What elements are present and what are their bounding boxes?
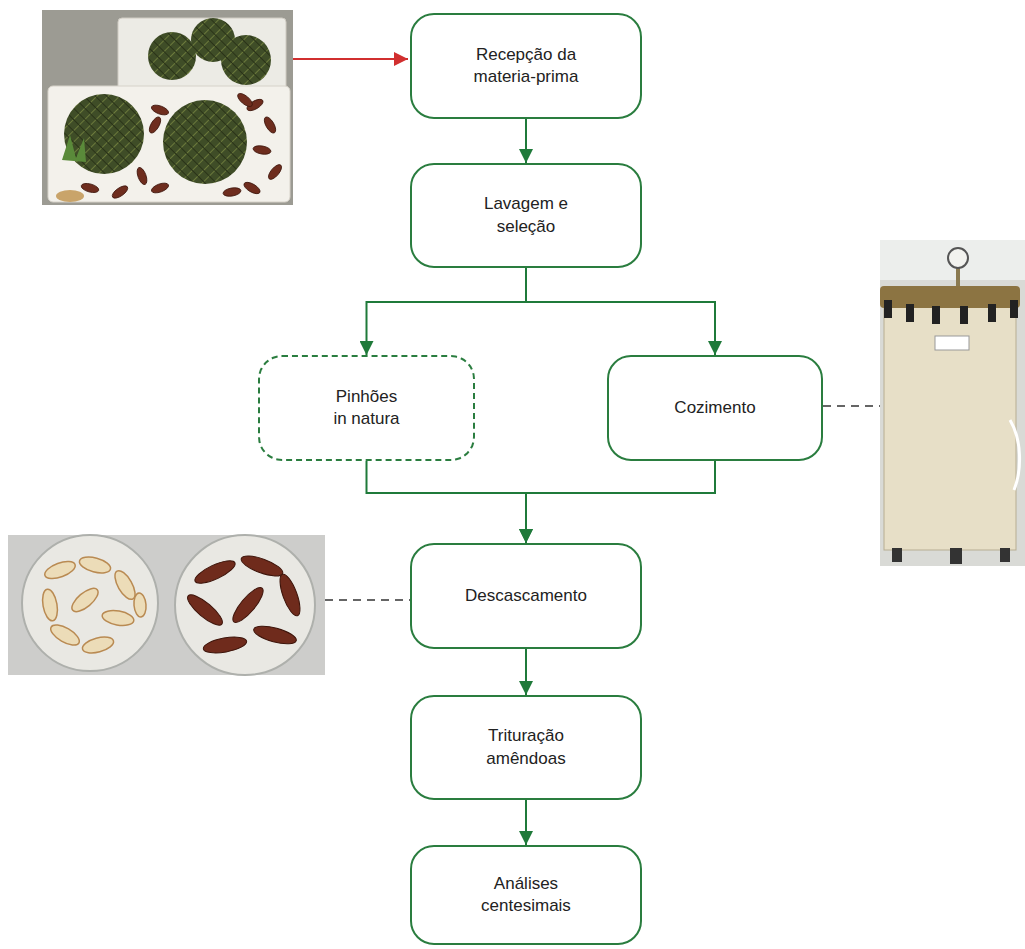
step-label: Análises centesimais: [476, 873, 576, 917]
wall: [880, 240, 1025, 280]
pine-cone: [163, 100, 247, 184]
flow-arrow: [526, 461, 715, 543]
almonds: [40, 554, 147, 656]
optional-step-box: Pinhões in natura: [258, 355, 475, 461]
husks: [184, 552, 304, 656]
flow-arrow: [525, 119, 527, 163]
flow-arrow: [526, 268, 715, 355]
process-box: Recepção da materia-prima: [410, 13, 642, 119]
plate: [935, 336, 969, 350]
seeds: [80, 91, 284, 200]
pine-cone: [148, 32, 196, 80]
process-box: Trituração amêndoas: [410, 695, 642, 800]
leaf: [62, 135, 86, 162]
container: [118, 18, 286, 90]
lid-knobs: [884, 300, 1018, 324]
input-arrow: [293, 58, 408, 60]
leader-line: [823, 405, 880, 407]
process-box: Lavagem e seleção: [410, 163, 642, 268]
process-box: Descascamento: [410, 543, 642, 649]
step-label: Cozimento: [674, 397, 755, 419]
photo-ground: [880, 240, 1025, 566]
pine-cone: [64, 94, 144, 174]
gauge: [948, 248, 968, 268]
petri-dish: [175, 535, 315, 675]
photo-raw-material: [42, 10, 293, 205]
step-label: Trituração amêndoas: [479, 725, 574, 769]
flow-arrow: [525, 800, 527, 845]
autoclave-lid: [880, 286, 1020, 308]
seed-shell: [56, 190, 84, 202]
photo-ground: [42, 10, 293, 205]
pine-cone: [221, 35, 271, 85]
photo-peeled: [8, 535, 325, 675]
container: [48, 86, 290, 202]
hose: [1010, 420, 1020, 490]
photo-autoclave: [880, 240, 1025, 566]
leader-line: [325, 599, 410, 601]
flow-arrow: [525, 649, 527, 695]
step-label: Recepção da materia-prima: [467, 44, 585, 88]
step-label: Pinhões in natura: [330, 386, 404, 430]
photo-ground: [8, 535, 325, 675]
process-box: Análises centesimais: [410, 845, 642, 945]
autoclave-body: [884, 300, 1016, 550]
flow-arrow: [367, 268, 527, 355]
petri-dish: [22, 535, 158, 671]
step-label: Lavagem e seleção: [476, 193, 576, 237]
legs: [892, 548, 1010, 564]
flow-arrow: [367, 461, 527, 543]
step-label: Descascamento: [465, 585, 587, 607]
process-box: Cozimento: [607, 355, 823, 461]
